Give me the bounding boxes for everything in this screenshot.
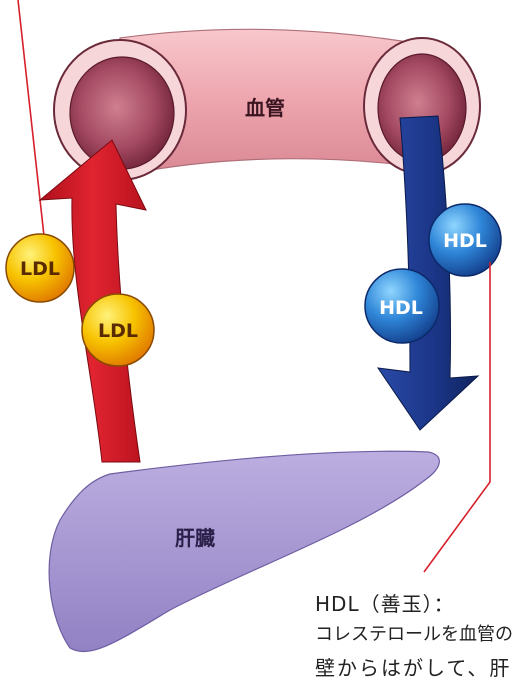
hdl-ball-label: HDL (443, 230, 487, 252)
vessel-label: 血管 (245, 96, 285, 120)
ldl-pointer-line (17, 0, 46, 246)
hdl-caption-line-1: HDL（善玉）： (315, 592, 455, 616)
ldl-ball-1 (5, 233, 75, 303)
hdl-ball-label: HDL (379, 297, 423, 319)
hdl-caption-line-3: 壁からはがして、肝 (315, 656, 512, 680)
red-arrow (38, 139, 147, 463)
hdl-ball-1 (428, 203, 502, 277)
vessel-left-opening (53, 39, 187, 181)
ldl-ball-label: LDL (98, 320, 138, 342)
hdl-ball-2 (364, 268, 440, 344)
hdl-pointer-line (423, 262, 491, 573)
liver-shape (48, 450, 440, 653)
ldl-ball-label: LDL (20, 258, 60, 280)
liver-label: 肝臓 (175, 526, 215, 550)
blue-arrow (376, 115, 480, 431)
ldl-ball-2 (81, 293, 155, 367)
hdl-caption-line-2: コレステロールを血管の (315, 624, 513, 645)
